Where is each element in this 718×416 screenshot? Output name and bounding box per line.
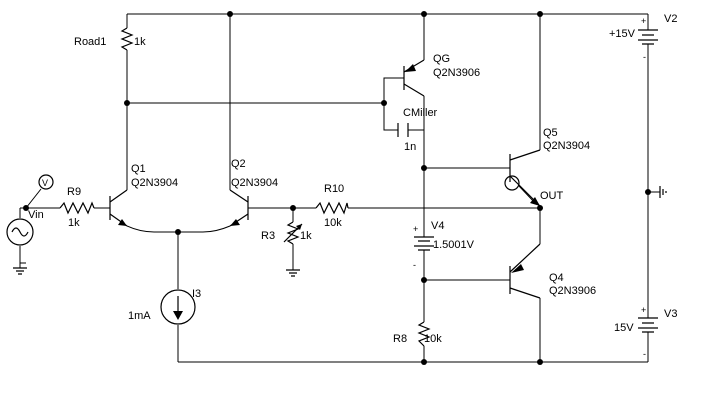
r10-name: R10 bbox=[324, 183, 344, 195]
r9-value: 1k bbox=[68, 217, 80, 229]
q5-name: Q5 bbox=[543, 127, 558, 139]
v4-minus: - bbox=[413, 260, 416, 270]
v2-value: +15V bbox=[609, 28, 636, 40]
road1-name: Road1 bbox=[74, 36, 106, 48]
i3-name: I3 bbox=[192, 288, 201, 300]
q1-model: Q2N3904 bbox=[131, 177, 178, 189]
v4-name: V4 bbox=[431, 220, 444, 232]
v2-name: V2 bbox=[664, 13, 677, 25]
r9-name: R9 bbox=[67, 186, 81, 198]
road1-value: 1k bbox=[134, 36, 146, 48]
battery-v4: V4 + 1.5001V - bbox=[413, 220, 475, 270]
q2-model: Q2N3904 bbox=[231, 177, 278, 189]
qg-model: Q2N3906 bbox=[433, 67, 480, 79]
supply-v3: V3 + 15V - bbox=[614, 305, 677, 359]
transistor-qg: QG Q2N3906 bbox=[383, 53, 480, 103]
q5-model: Q2N3904 bbox=[543, 140, 590, 152]
v3-value: 15V bbox=[614, 322, 634, 334]
v3-plus: + bbox=[641, 305, 646, 315]
v2-minus: - bbox=[643, 52, 646, 62]
r8-name: R8 bbox=[393, 333, 407, 345]
vin-name: Vin bbox=[28, 209, 44, 221]
v4-plus: + bbox=[413, 224, 418, 234]
transistor-q5: Q5 Q2N3904 bbox=[509, 127, 590, 207]
resistor-r10: R10 10k bbox=[315, 183, 349, 229]
current-source-i3: I3 1mA bbox=[128, 288, 201, 325]
resistor-r3: R3 1k bbox=[261, 221, 312, 245]
probe-label: V bbox=[42, 178, 48, 188]
v2-plus: + bbox=[641, 16, 646, 26]
voltage-probe-vin: V bbox=[25, 174, 54, 209]
r3-value: 1k bbox=[300, 230, 312, 242]
q1-name: Q1 bbox=[131, 163, 146, 175]
ground-symbols bbox=[13, 186, 667, 277]
supply-v2: V2 + +15V - bbox=[609, 13, 677, 62]
wires bbox=[19, 13, 660, 363]
junction-dots bbox=[23, 11, 651, 365]
r10-value: 10k bbox=[324, 217, 342, 229]
qg-name: QG bbox=[433, 53, 450, 65]
v3-name: V3 bbox=[664, 308, 677, 320]
net-out: OUT bbox=[504, 175, 564, 205]
i3-value: 1mA bbox=[128, 310, 151, 322]
transistor-q1: Q1 Q2N3904 bbox=[109, 163, 178, 227]
cmiller-value: 1n bbox=[404, 141, 416, 153]
resistor-r8: R8 10k bbox=[393, 321, 442, 347]
q2-name: Q2 bbox=[231, 158, 246, 170]
resistor-road1: Road1 1k bbox=[74, 27, 146, 51]
r8-value: 10k bbox=[424, 333, 442, 345]
q4-name: Q4 bbox=[549, 272, 564, 284]
v4-value: 1.5001V bbox=[433, 239, 475, 251]
capacitor-cmiller: CMiller 1n bbox=[397, 107, 438, 153]
resistor-r9: R9 1k bbox=[59, 186, 95, 229]
transistor-q4: Q4 Q2N3906 bbox=[509, 243, 596, 299]
cmiller-name: CMiller bbox=[403, 107, 438, 119]
r3-name: R3 bbox=[261, 230, 275, 242]
v3-minus: - bbox=[643, 349, 646, 359]
q4-model: Q2N3906 bbox=[549, 285, 596, 297]
source-vin: Vin bbox=[6, 209, 44, 246]
transistor-q2: Q2 Q2N3904 bbox=[229, 158, 278, 227]
out-label: OUT bbox=[540, 190, 564, 202]
